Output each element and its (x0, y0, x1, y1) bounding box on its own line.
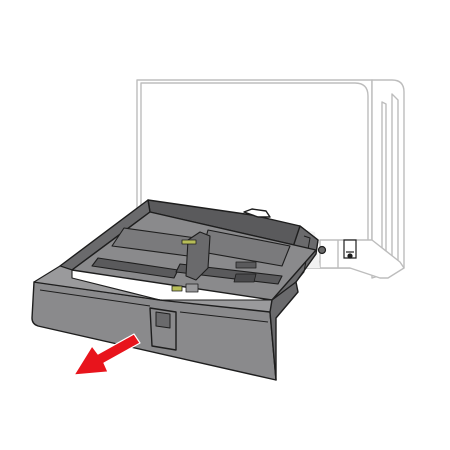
paper-tray (31, 199, 319, 381)
tray-back-handle (243, 208, 271, 218)
guide-tab (181, 239, 197, 245)
pull-direction-arrow (73, 333, 141, 376)
body-latch (317, 239, 357, 259)
paper-size-indicator (171, 285, 183, 292)
side-guide-rail (91, 257, 179, 279)
guide-latch (235, 261, 257, 269)
